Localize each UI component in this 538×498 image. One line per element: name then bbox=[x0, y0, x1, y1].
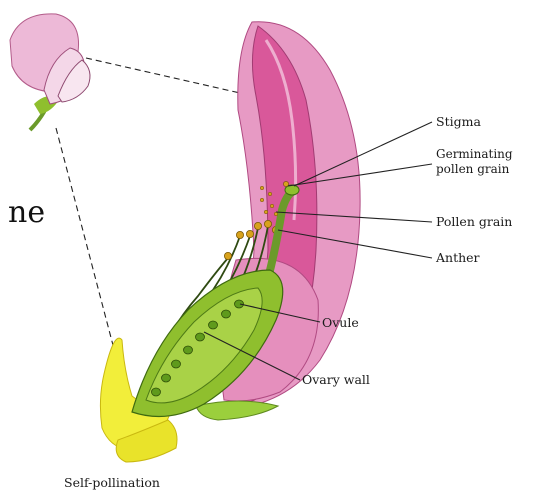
label-ovule: Ovule bbox=[322, 315, 359, 330]
pollen-grain bbox=[260, 186, 264, 190]
label-germinating-line1: Germinating bbox=[436, 147, 513, 161]
ovule bbox=[184, 346, 193, 354]
sepal-right-leaf bbox=[196, 401, 278, 420]
anther bbox=[246, 230, 253, 237]
anther bbox=[224, 252, 231, 259]
ovule bbox=[162, 374, 171, 382]
anther bbox=[236, 231, 243, 238]
connector-top bbox=[86, 58, 262, 98]
label-self-pollination: Self-pollination bbox=[64, 475, 160, 490]
ovule bbox=[152, 388, 161, 396]
pollen-grain bbox=[268, 192, 272, 196]
cropped-text-fragment: ne bbox=[8, 195, 45, 230]
ovule bbox=[172, 360, 181, 368]
label-anther: Anther bbox=[435, 250, 480, 265]
pollen-grain bbox=[264, 210, 268, 214]
ovule bbox=[196, 333, 205, 341]
small-flower bbox=[10, 14, 90, 130]
ovule bbox=[222, 310, 231, 318]
label-pollen-grain: Pollen grain bbox=[436, 214, 512, 229]
pollen-grain bbox=[260, 198, 264, 202]
pollen-grain bbox=[274, 212, 278, 216]
label-ovary-wall: Ovary wall bbox=[302, 372, 370, 387]
ovule bbox=[209, 321, 218, 329]
anther bbox=[254, 222, 261, 229]
pollen-grain bbox=[270, 204, 274, 208]
label-germinating-line2: pollen grain bbox=[436, 162, 510, 176]
anther bbox=[264, 220, 271, 227]
germinating-pollen-grain bbox=[283, 181, 288, 186]
label-stigma: Stigma bbox=[436, 114, 481, 129]
